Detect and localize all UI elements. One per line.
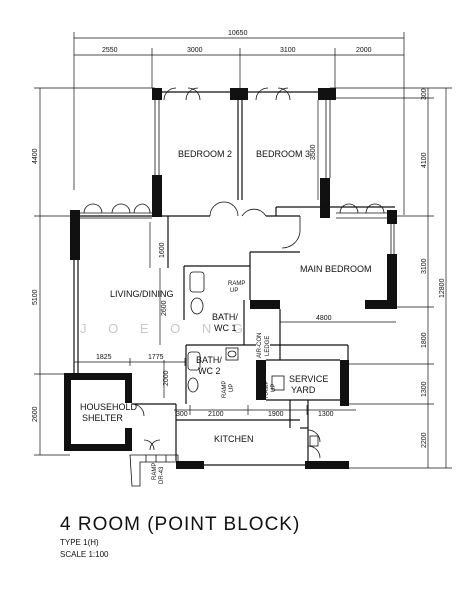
dim-top-4: 2000	[356, 47, 372, 54]
label-service-b: YARD	[291, 385, 316, 395]
structural-walls	[64, 88, 397, 469]
ramp-1a: RAMP	[228, 281, 245, 287]
dim-3500: 3500	[310, 144, 317, 160]
dim-left-1: 4400	[32, 148, 39, 164]
plan-title: 4 ROOM (POINT BLOCK)	[60, 514, 301, 535]
ramp-1b: UP	[230, 288, 238, 294]
dim-right-total: 12800	[439, 278, 446, 298]
dim-300: 300	[176, 411, 188, 418]
dim-2100: 2100	[208, 411, 224, 418]
dim-top-1: 2550	[102, 47, 118, 54]
dim-1300: 1300	[318, 411, 334, 418]
ramp-3b: UP	[271, 384, 277, 392]
ramp-4b: DR-43	[159, 466, 165, 484]
dim-right-3: 3100	[421, 258, 428, 274]
dim-left-3: 2600	[32, 406, 39, 422]
label-main-bedroom: MAIN BEDROOM	[300, 264, 372, 274]
dim-2600: 2600	[161, 300, 168, 316]
dim-overall-width: 10650	[228, 30, 248, 37]
dim-right-5: 1300	[421, 381, 428, 397]
bathroom-fixtures	[129, 271, 319, 487]
ramp-2b: UP	[229, 384, 235, 392]
door-swings	[83, 87, 385, 459]
partition-walls	[73, 91, 395, 466]
dim-1825: 1825	[96, 354, 112, 361]
dim-4800: 4800	[316, 315, 332, 322]
room-labels: BEDROOM 2 BEDROOM 3 MAIN BEDROOM LIVING/…	[80, 149, 372, 444]
dim-left-2: 5100	[32, 289, 39, 305]
ramp-labels: RAMP UP RAMP UP RAMP UP RAMP DR-43	[152, 281, 277, 484]
dim-right-4: 1800	[421, 332, 428, 348]
dim-right-1: 300	[421, 88, 428, 100]
label-aircon-a: AIR-CON	[257, 333, 263, 358]
dim-1600: 1600	[159, 242, 166, 258]
windows	[80, 100, 395, 254]
plan-scale: SCALE 1:100	[60, 550, 109, 559]
label-service-a: SERVICE	[289, 374, 328, 384]
label-bath-2a: BATH/	[196, 355, 222, 365]
label-bath-1b: WC 1	[214, 323, 237, 333]
label-living-dining: LIVING/DINING	[110, 289, 174, 299]
ramp-3a: RAMP	[264, 381, 270, 398]
dim-right-6: 2200	[421, 432, 428, 448]
label-bath-1a: BATH/	[212, 312, 238, 322]
ramp-2a: RAMP	[222, 381, 228, 398]
label-aircon-b: LEDGE	[265, 336, 271, 356]
watermark: J O E O N G	[80, 321, 252, 336]
dim-1775: 1775	[148, 354, 164, 361]
dim-1900: 1900	[268, 411, 284, 418]
label-bedroom-3: BEDROOM 3	[256, 149, 310, 159]
dim-right-2: 4100	[421, 152, 428, 168]
plan-type: TYPE 1(H)	[60, 538, 99, 547]
dimension-labels: 10650 2550 3000 3100 2000 4400 5100 2600…	[32, 30, 446, 448]
label-kitchen: KITCHEN	[214, 434, 254, 444]
label-shelter-a: HOUSEHOLD	[80, 402, 138, 412]
dim-top-2: 3000	[187, 47, 203, 54]
dim-top-3: 3100	[280, 47, 296, 54]
dimension-lines	[34, 32, 452, 469]
title-block: 4 ROOM (POINT BLOCK) TYPE 1(H) SCALE 1:1…	[60, 514, 300, 560]
dim-2000: 2000	[163, 370, 170, 386]
ramp-4a: RAMP	[152, 463, 158, 480]
label-bedroom-2: BEDROOM 2	[178, 149, 232, 159]
label-shelter-b: SHELTER	[82, 413, 123, 423]
label-bath-2b: WC 2	[198, 366, 221, 376]
